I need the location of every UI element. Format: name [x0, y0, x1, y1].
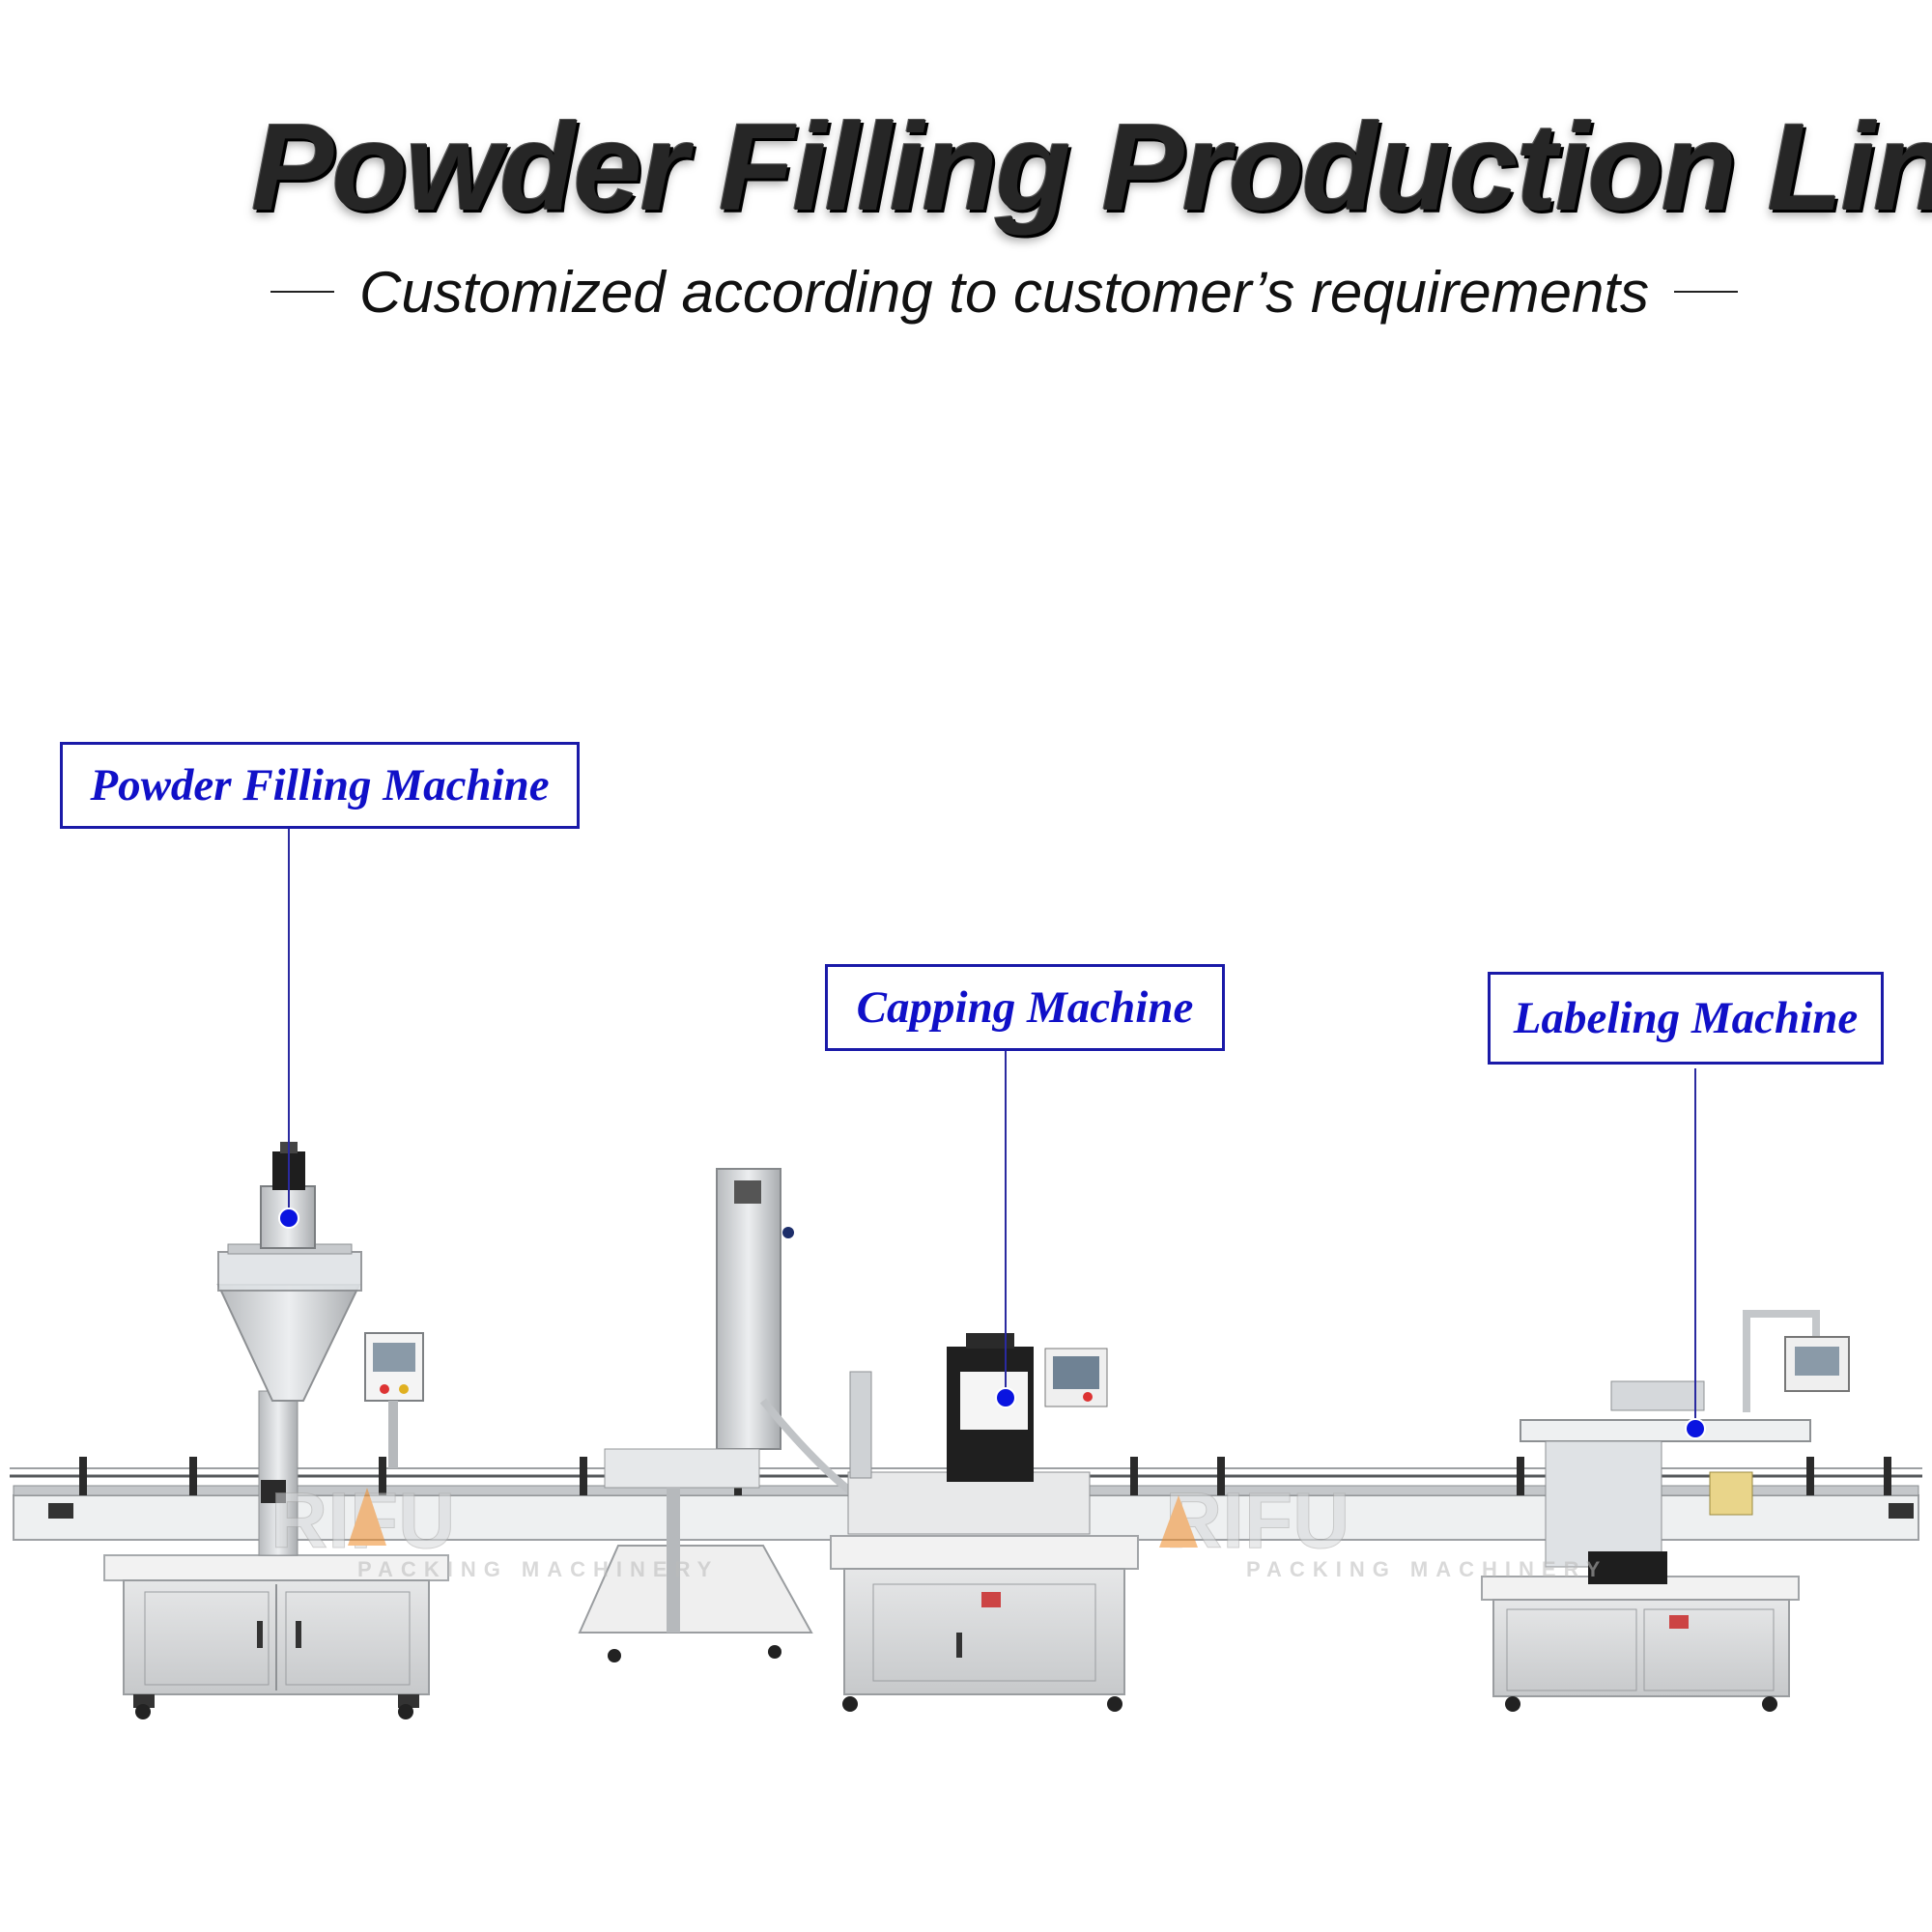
watermark-sub-1: PACKING MACHINERY [357, 1557, 719, 1581]
leader-line-labeling [1694, 1068, 1696, 1428]
watermark-sub-2: PACKING MACHINERY [1246, 1557, 1607, 1581]
callout-dot-labeling [1685, 1418, 1706, 1439]
label-capping-machine: Capping Machine [825, 964, 1225, 1051]
page-subtitle: Customized according to customer’s requi… [359, 259, 1650, 325]
callout-dot-powder-filling [278, 1208, 299, 1229]
label-labeling-machine: Labeling Machine [1488, 972, 1884, 1065]
leader-line-powder-filling [288, 829, 290, 1217]
labeling-machine [1481, 1310, 1850, 1712]
powder-filling-machine [103, 1142, 449, 1719]
label-powder-filling-machine: Powder Filling Machine [60, 742, 580, 829]
subtitle-row: Customized according to customer’s requi… [270, 253, 1777, 330]
page-title: Powder Filling Production Line [251, 99, 1932, 237]
leader-line-capping [1005, 1051, 1007, 1397]
capping-machine [830, 1333, 1139, 1712]
callout-dot-capping [995, 1387, 1016, 1408]
cap-elevator [578, 1168, 899, 1662]
subtitle-right-dash [1674, 291, 1739, 293]
watermark-brand-2: RIFU [1165, 1477, 1350, 1565]
watermark: RIFU PACKING MACHINERY RIFU PACKING MACH… [270, 1477, 1607, 1582]
subtitle-left-dash [270, 291, 334, 293]
